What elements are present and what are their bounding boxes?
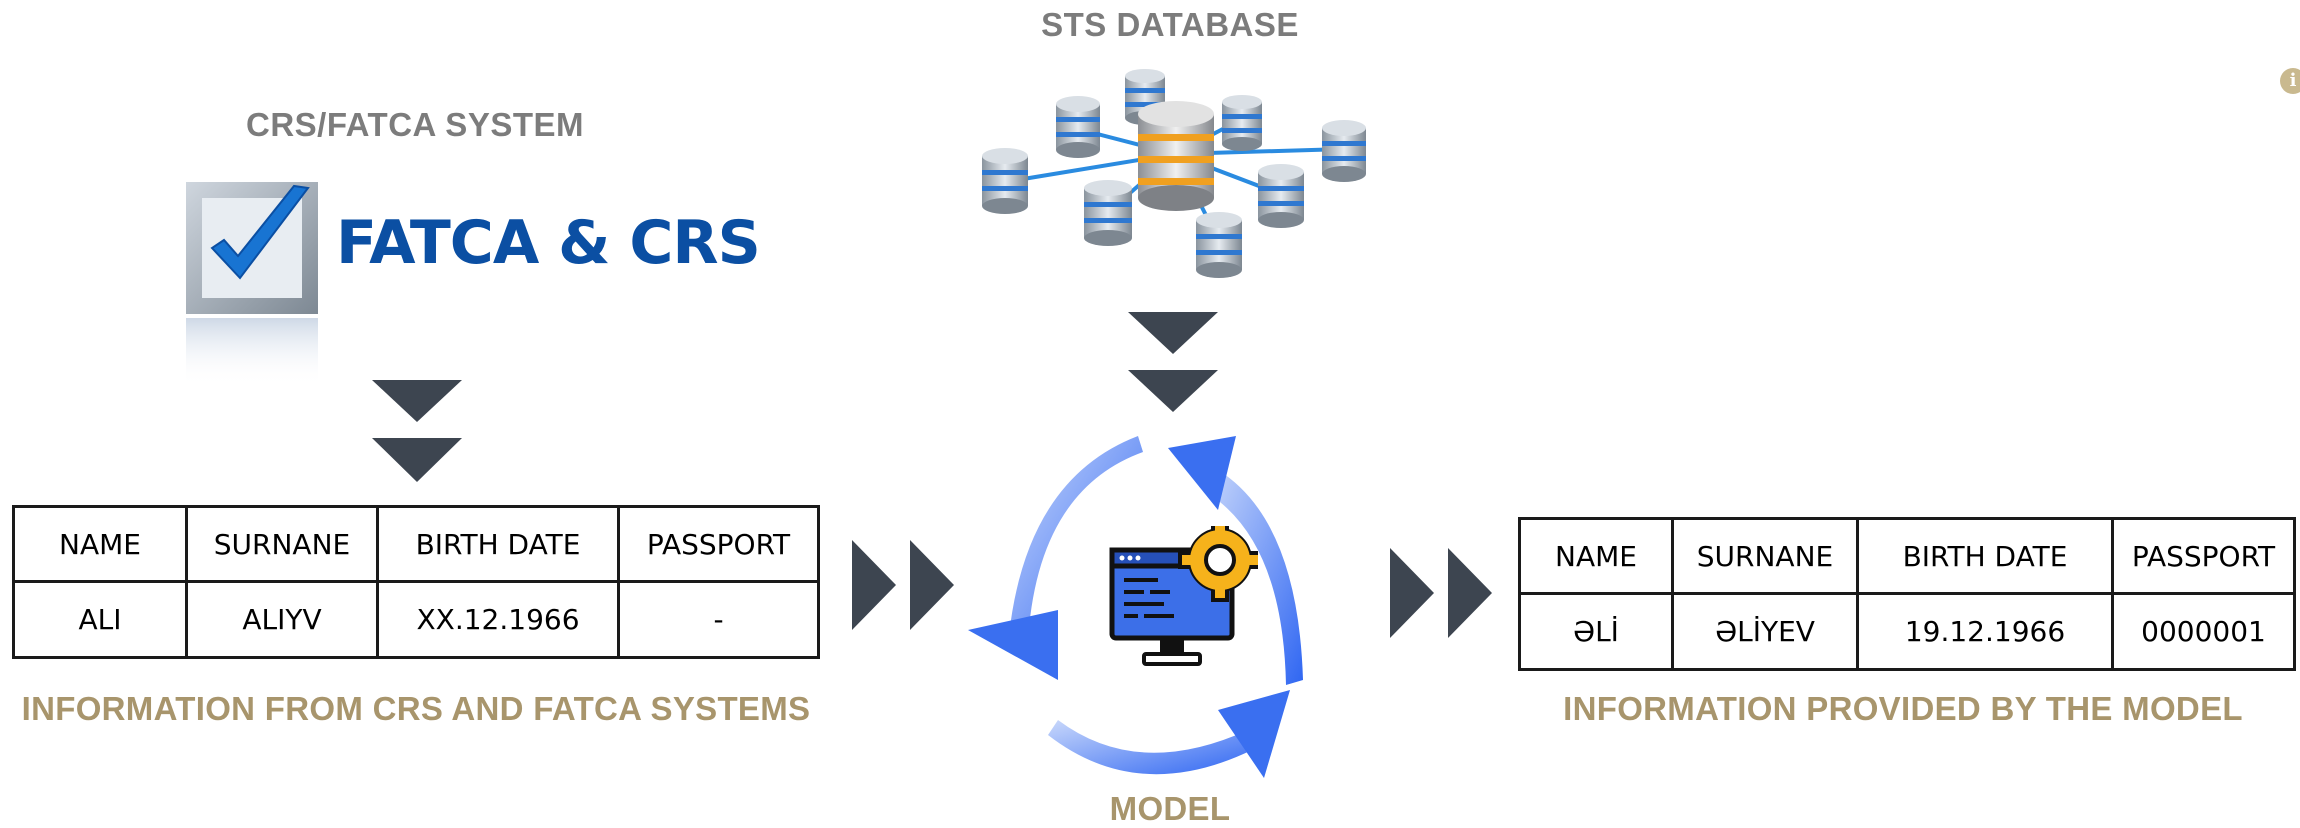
- table-header-cell: BIRTH DATE: [1856, 517, 2114, 595]
- table-header-row: NAME SURNANE BIRTH DATE PASSPORT: [12, 505, 820, 583]
- output-table-caption: INFORMATION PROVIDED BY THE MODEL: [1563, 690, 2243, 727]
- table-header-cell: SURNANE: [185, 505, 379, 583]
- table-cell: ƏLİ: [1518, 592, 1674, 671]
- down-arrow-icon: [372, 380, 462, 482]
- table-header-cell: BIRTH DATE: [376, 505, 620, 583]
- server-cylinders: [982, 69, 1366, 278]
- table-cell: -: [617, 580, 820, 659]
- table-header-cell: PASSPORT: [617, 505, 820, 583]
- model-label: MODEL: [1109, 790, 1231, 827]
- table-header-cell: NAME: [1518, 517, 1674, 595]
- table-cell: XX.12.1966: [376, 580, 620, 659]
- table-row: ƏLİ ƏLİYEV 19.12.1966 0000001: [1518, 592, 2296, 671]
- table-header-row: NAME SURNANE BIRTH DATE PASSPORT: [1518, 517, 2296, 595]
- sts-database-heading: STS DATABASE: [1041, 6, 1299, 43]
- right-arrow-icon: [852, 540, 954, 630]
- checkmark-box-icon: [186, 182, 318, 386]
- down-arrow-icon: [1128, 312, 1218, 412]
- right-arrow-icon: [1390, 548, 1492, 638]
- table-cell: ALIYV: [185, 580, 379, 659]
- table-cell: ALI: [12, 580, 188, 659]
- output-table: NAME SURNANE BIRTH DATE PASSPORT ƏLİ ƏLİ…: [1518, 517, 2296, 671]
- fatca-crs-logo: FATCA & CRS: [178, 178, 761, 388]
- info-icon[interactable]: i: [2280, 68, 2300, 94]
- database-network-icon: [982, 69, 1366, 278]
- table-cell: 0000001: [2111, 592, 2296, 671]
- table-cell: ƏLİYEV: [1671, 592, 1859, 671]
- table-header-cell: PASSPORT: [2111, 517, 2296, 595]
- computer-gear-icon: [1109, 526, 1258, 666]
- table-row: ALI ALIYV XX.12.1966 -: [12, 580, 820, 659]
- table-header-cell: SURNANE: [1671, 517, 1859, 595]
- fatca-crs-logo-text: FATCA & CRS: [336, 208, 761, 278]
- crs-fatca-heading: CRS/FATCA SYSTEM: [245, 106, 585, 143]
- input-table-caption: INFORMATION FROM CRS AND FATCA SYSTEMS: [21, 690, 811, 727]
- cycle-arrows-icon: [968, 436, 1303, 778]
- table-header-cell: NAME: [12, 505, 188, 583]
- table-cell: 19.12.1966: [1856, 592, 2114, 671]
- input-table: NAME SURNANE BIRTH DATE PASSPORT ALI ALI…: [12, 505, 820, 659]
